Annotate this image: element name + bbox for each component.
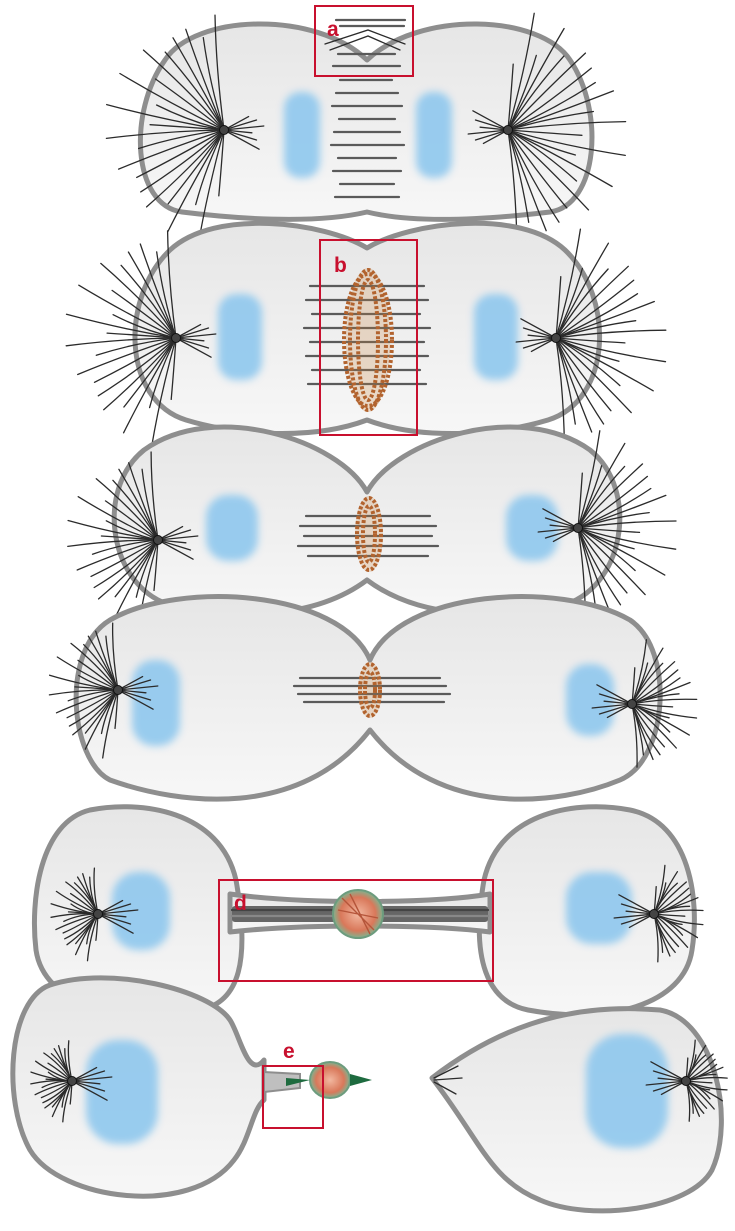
stage-1-anaphase: a bbox=[106, 6, 625, 247]
centrosome-right bbox=[650, 910, 659, 919]
centrosome-left bbox=[154, 536, 163, 545]
centrosome-right bbox=[552, 334, 561, 343]
callout-label-a: a bbox=[327, 18, 339, 41]
callout-label-d: d bbox=[234, 892, 247, 915]
stage-2-furrow-onset: b bbox=[66, 223, 666, 447]
centrosome-left bbox=[172, 334, 181, 343]
centrosome-left bbox=[220, 126, 229, 135]
stage-3-furrow-ingression bbox=[68, 427, 676, 629]
contractile-ring bbox=[358, 662, 382, 718]
nucleus-right bbox=[566, 872, 632, 944]
centrosome-left bbox=[114, 686, 123, 695]
contractile-ring bbox=[355, 496, 383, 572]
stage-6-abscission: e bbox=[13, 978, 727, 1211]
centrosome-right bbox=[504, 126, 513, 135]
centrosome-left bbox=[94, 910, 103, 919]
callout-label-e: e bbox=[283, 1040, 295, 1063]
nucleus-left bbox=[218, 294, 262, 380]
nucleus-left bbox=[132, 660, 180, 746]
nucleus-left bbox=[206, 495, 258, 561]
nucleus-right bbox=[506, 495, 558, 561]
centrosome-left bbox=[68, 1077, 77, 1086]
centrosome-right bbox=[628, 700, 637, 709]
nucleus-right bbox=[416, 92, 452, 178]
midbody bbox=[333, 890, 383, 938]
nucleus-left bbox=[112, 872, 170, 950]
centrosome-right bbox=[574, 524, 583, 533]
stage-4-deep-furrow bbox=[49, 597, 696, 800]
nucleus-right bbox=[474, 294, 518, 380]
nucleus-left bbox=[284, 92, 320, 178]
callout-label-b: b bbox=[334, 254, 347, 277]
cell-outline-right bbox=[432, 1009, 721, 1211]
nucleus-left bbox=[86, 1040, 158, 1144]
nucleus-right bbox=[566, 664, 614, 736]
centrosome-right bbox=[682, 1077, 691, 1086]
severed-bridge bbox=[264, 1062, 372, 1098]
